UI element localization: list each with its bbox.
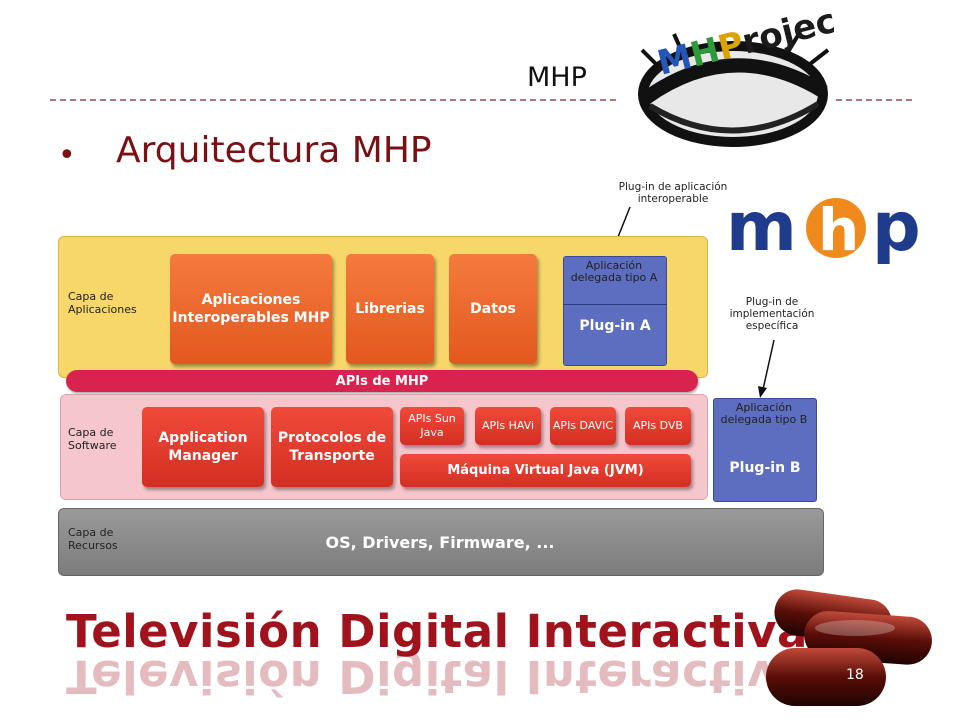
plugin-b	[713, 398, 817, 502]
datos-box: Datos	[449, 254, 537, 364]
mhp-logo: m h p	[726, 190, 921, 267]
application-manager-box: Application Manager	[142, 407, 264, 487]
mhproject-logo: MHProject	[638, 6, 834, 147]
application-layer-label: Capa de Aplicaciones	[68, 290, 137, 316]
apis-mhp-bar: APIs de MHP	[66, 370, 698, 392]
jvm-box: Máquina Virtual Java (JVM)	[400, 454, 691, 487]
plugin-a-app-label: Aplicación delegada tipo A	[570, 259, 658, 284]
librerias-box: Librerias	[346, 254, 434, 364]
bullet-dot: •	[58, 138, 76, 173]
plugin-a	[563, 256, 667, 366]
api-havi-box: APIs HAVi	[475, 407, 541, 445]
api-dvb-box: APIs DVB	[625, 407, 691, 445]
api-sun-java-box: APIs Sun Java	[400, 407, 464, 445]
resources-layer	[58, 508, 824, 576]
annotation-plugin-impl: Plug-in de implementación específica	[729, 296, 815, 332]
footer-title-reflection: Televisión Digital Interactiva	[66, 650, 808, 703]
plugin-a-divider	[563, 304, 667, 305]
os-drivers-firmware-label: OS, Drivers, Firmware, ...	[325, 532, 555, 552]
api-davic-box: APIs DAVIC	[550, 407, 616, 445]
header-title: MHP	[527, 62, 587, 93]
header-divider-left	[50, 99, 616, 101]
bullet-heading: Arquitectura MHP	[116, 130, 432, 171]
plugin-b-app-label: Aplicación delegada tipo B	[720, 401, 808, 426]
plugin-a-label: Plug-in A	[579, 318, 651, 334]
svg-text:p: p	[872, 190, 921, 267]
header-divider-right	[836, 99, 912, 101]
software-layer-label: Capa de Software	[68, 426, 117, 452]
arrow-plugin-impl	[758, 339, 775, 398]
resources-layer-label: Capa de Recursos	[68, 526, 118, 552]
page-number: 18	[846, 667, 864, 683]
capsules-decoration	[766, 589, 932, 706]
protocolos-box: Protocolos de Transporte	[271, 407, 393, 487]
annotation-plugin-app: Plug-in de aplicación interoperable	[618, 181, 728, 205]
footer-title: Televisión Digital Interactiva	[66, 605, 808, 658]
interop-apps-box: Aplicaciones Interoperables MHP	[170, 254, 332, 364]
svg-text:h: h	[818, 196, 859, 264]
svg-text:m: m	[726, 190, 797, 267]
plugin-b-label: Plug-in B	[729, 460, 801, 476]
